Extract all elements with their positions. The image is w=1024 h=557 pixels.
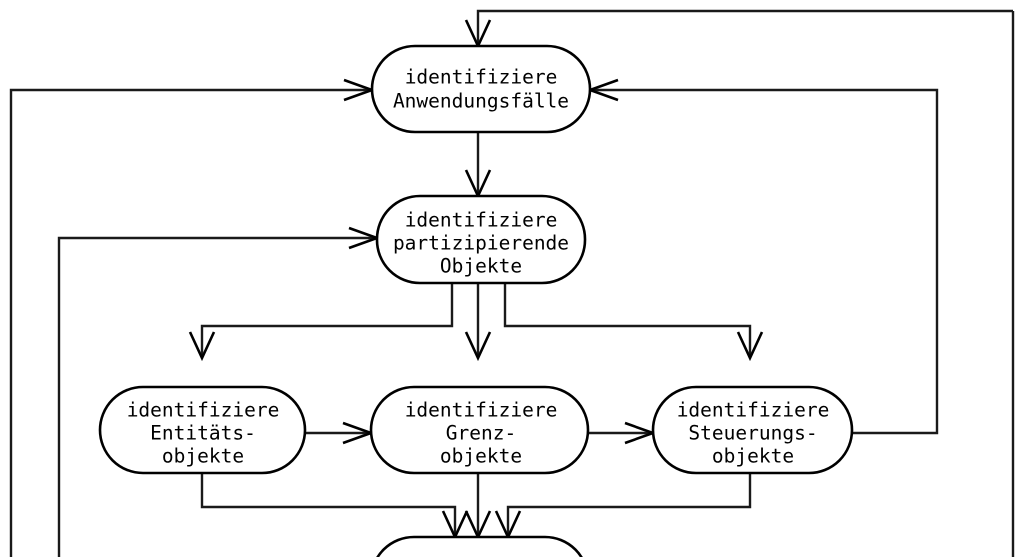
node-identifiziere-anwendungsfaelle[interactable]: identifiziere Anwendungsfälle bbox=[370, 44, 592, 134]
edge-entity-to-bottom bbox=[200, 470, 457, 535]
node-identifiziere-grenzobjekte[interactable]: identifiziere Grenz- objekte bbox=[369, 385, 590, 475]
edge-participating-fanout-left bbox=[200, 283, 454, 356]
arrowhead-into-control-top bbox=[736, 331, 764, 362]
edge-participating-fanout-right bbox=[503, 283, 752, 356]
edge-layer bbox=[9, 9, 1015, 557]
node-label-entity-line2: Entitäts- bbox=[150, 422, 256, 445]
node-label-control-line3: objekte bbox=[712, 445, 794, 468]
node-label-participating-line1: identifiziere bbox=[405, 209, 558, 232]
node-identifiziere-partizipierende-objekte[interactable]: identifiziere partizipierende Objekte bbox=[375, 194, 587, 285]
node-shape-participating bbox=[375, 194, 587, 285]
node-label-participating-line3: Objekte bbox=[440, 255, 522, 278]
edge-control-to-usecases bbox=[592, 88, 939, 435]
node-layer: identifiziere Anwendungsfälle identifizi… bbox=[98, 44, 854, 557]
node-label-control-line1: identifiziere bbox=[677, 399, 830, 422]
arrowhead-into-entity-top bbox=[188, 331, 216, 362]
node-identifiziere-entitaetsobjekte[interactable]: identifiziere Entitäts- objekte bbox=[98, 385, 307, 475]
node-label-entity-line3: objekte bbox=[162, 445, 244, 468]
edge-top-right-loop-to-usecases bbox=[476, 9, 1013, 44]
node-label-usecases-line1: identifiziere bbox=[405, 66, 558, 89]
node-label-entity-line1: identifiziere bbox=[127, 399, 280, 422]
node-shape-bottom-cutoff bbox=[376, 535, 583, 557]
node-label-participating-line2: partizipierende bbox=[393, 232, 569, 255]
node-identifiziere-steuerungsobjekte[interactable]: identifiziere Steuerungs- objekte bbox=[651, 385, 854, 475]
node-label-boundary-line3: objekte bbox=[440, 445, 522, 468]
node-bottom-cutoff[interactable] bbox=[371, 535, 588, 557]
node-shape-entity bbox=[98, 385, 307, 475]
node-label-boundary-line2: Grenz- bbox=[446, 422, 516, 445]
edge-left-inner-loop-to-participating bbox=[57, 236, 375, 557]
node-label-usecases-line2: Anwendungsfälle bbox=[393, 90, 569, 113]
edge-control-to-bottom bbox=[506, 470, 752, 535]
node-shape-control bbox=[651, 385, 854, 475]
node-label-control-line2: Steuerungs- bbox=[688, 422, 817, 445]
edge-left-outer-loop-to-usecases bbox=[9, 88, 370, 557]
node-shape-boundary bbox=[369, 385, 590, 475]
node-label-boundary-line1: identifiziere bbox=[405, 399, 558, 422]
node-shape-usecases bbox=[370, 44, 592, 134]
arrowhead-into-boundary-top bbox=[464, 331, 492, 362]
